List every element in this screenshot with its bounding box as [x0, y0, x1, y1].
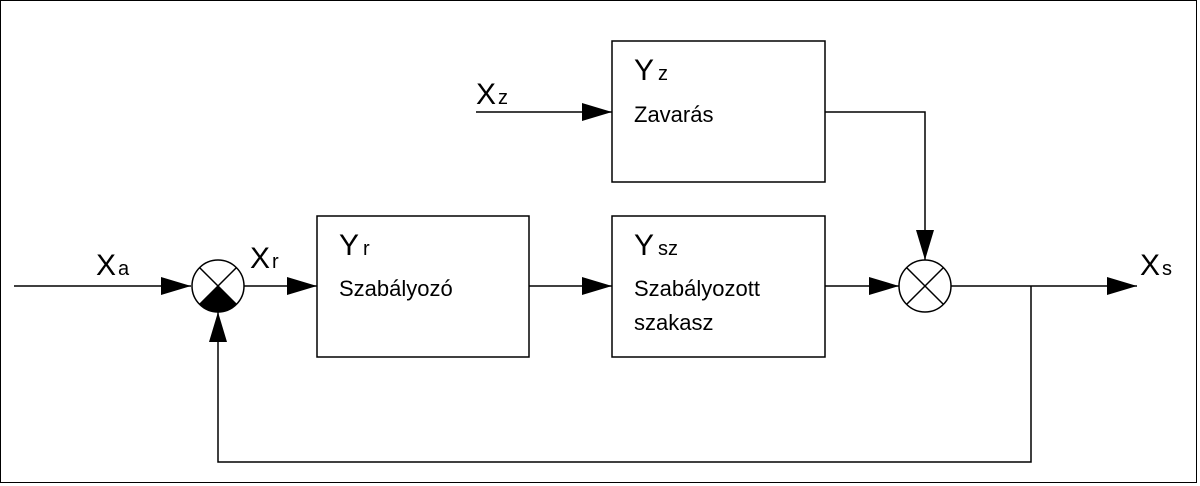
disturbance-output-line [825, 111, 934, 260]
plant-label-line2: szakasz [634, 310, 713, 335]
comparator-junction [191, 259, 245, 313]
disturbance-junction [898, 259, 952, 313]
feedback-line [209, 286, 1032, 463]
plant-label-line1: Szabályozott [634, 276, 760, 301]
controller-label: Szabályozó [339, 276, 453, 301]
disturbance-label: Zavarás [634, 102, 713, 127]
